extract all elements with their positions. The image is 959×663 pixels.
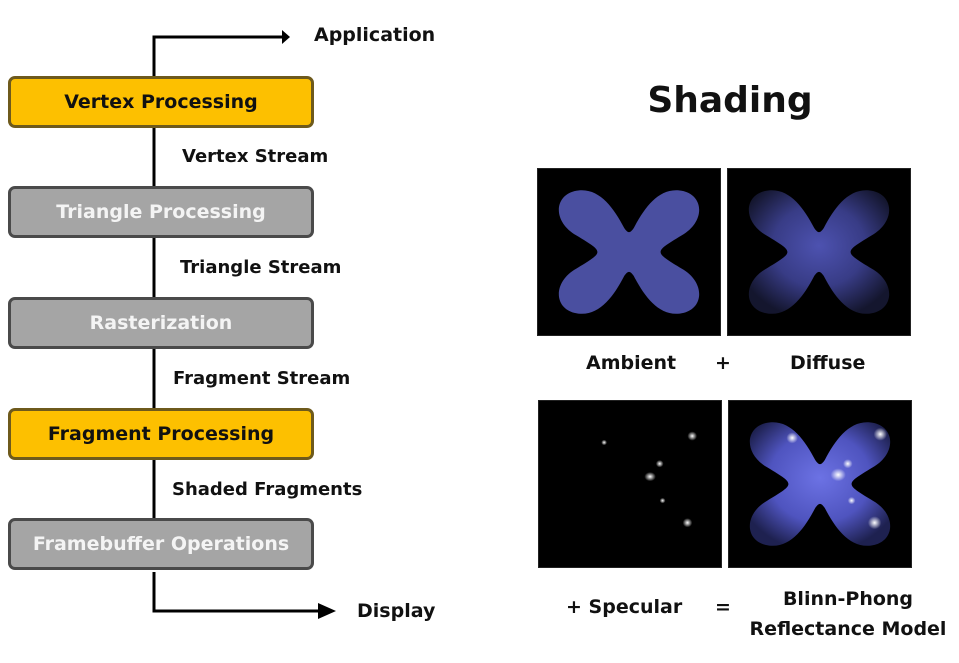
plus-label: + (715, 352, 731, 374)
specular-label: + Specular (566, 596, 683, 618)
diffuse-shape (748, 190, 890, 314)
input-connector (152, 35, 282, 76)
output-arrowhead (318, 603, 336, 619)
rasterization-stage: Rasterization (8, 297, 314, 349)
fragment-processing-stage: Fragment Processing (8, 408, 314, 460)
triangle-stream-label: Triangle Stream (180, 257, 342, 278)
blinn-phong-panel (728, 400, 912, 568)
input-arrowhead (282, 30, 290, 44)
vertex-stream-label: Vertex Stream (182, 146, 329, 167)
diffuse-label: Diffuse (790, 352, 866, 374)
ambient-label: Ambient (586, 352, 677, 374)
ambient-panel (537, 168, 721, 336)
blinn-phong-label-line1: Blinn-Phong (782, 588, 914, 610)
shading-title: Shading (647, 80, 813, 121)
equals-label: = (715, 596, 731, 618)
output-connector (152, 572, 322, 613)
diffuse-panel (727, 168, 911, 336)
triangle-processing-stage: Triangle Processing (8, 186, 314, 238)
blinn-phong-shape (749, 422, 891, 546)
specular-panel (538, 400, 722, 568)
shaded-fragments-label: Shaded Fragments (172, 479, 363, 500)
fragment-stream-label: Fragment Stream (173, 368, 351, 389)
vertex-processing-stage: Vertex Processing (8, 76, 314, 128)
blinn-phong-label-line2: Reflectance Model (749, 618, 947, 640)
framebuffer-operations-stage: Framebuffer Operations (8, 518, 314, 570)
specular-highlights (601, 431, 698, 528)
ambient-shape (558, 190, 700, 314)
application-label: Application (314, 24, 436, 46)
display-label: Display (357, 600, 436, 622)
